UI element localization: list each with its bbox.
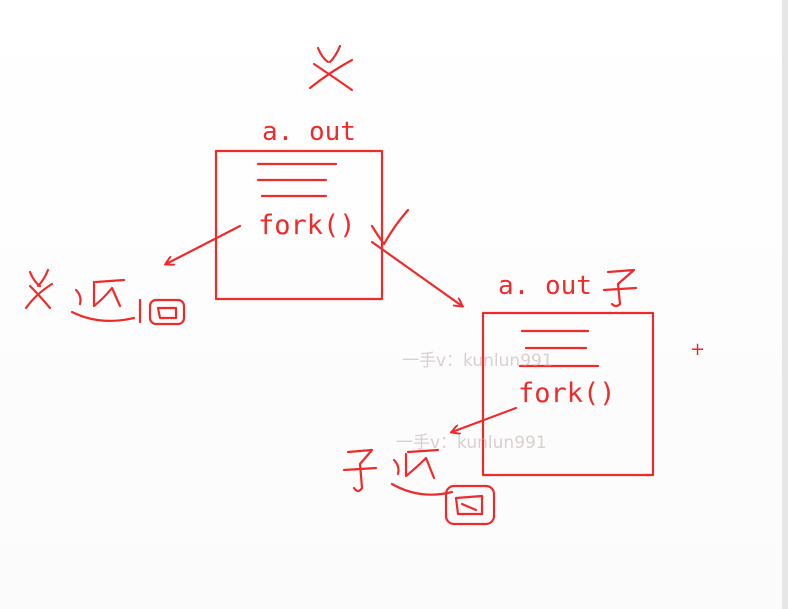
parent-return-arrow [166, 224, 242, 264]
child-return-handwriting [342, 448, 496, 526]
watermark-text: 一手v：kunlun991 [396, 433, 547, 453]
parent-process-box [214, 149, 384, 301]
parent-fork-call: fork() [258, 210, 356, 241]
parent-return-handwriting [24, 268, 186, 326]
parent-handwritten-mark [308, 44, 354, 92]
check-mark [370, 208, 410, 246]
child-handwritten-mark [602, 268, 638, 308]
child-process-label: a. out [498, 271, 592, 301]
child-process-box [481, 311, 655, 477]
cursor-crosshair: + [690, 339, 705, 360]
parent-process-label: a. out [262, 117, 356, 147]
window-edge [782, 0, 788, 609]
child-return-arrow [452, 406, 518, 432]
fork-to-child-arrow [370, 240, 462, 306]
watermark-text: 一手v：kunlun991 [402, 351, 553, 371]
child-fork-call: fork() [518, 378, 616, 409]
